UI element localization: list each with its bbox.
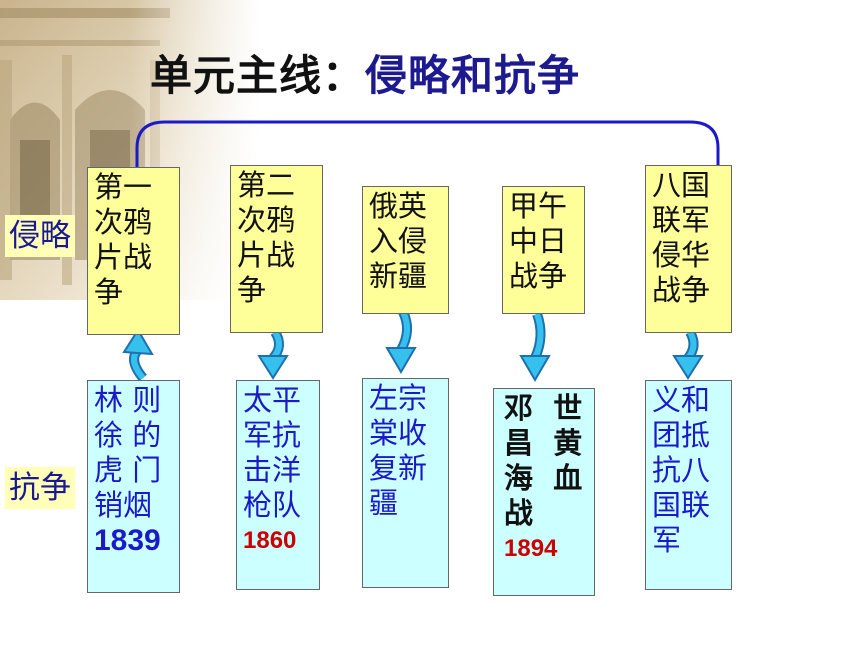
box-line: 枪队	[243, 488, 302, 522]
box-line: 销烟	[94, 488, 153, 522]
year-label: 1860	[243, 527, 297, 554]
box-line: 昌 黄	[504, 426, 583, 460]
box-line: 棠收	[369, 416, 428, 450]
box-line: 争	[94, 275, 124, 309]
box-line: 新疆	[369, 259, 428, 293]
aggression-box-eight-nation: 八国 联军 侵华 战争	[645, 165, 732, 333]
box-line: 军抗	[243, 418, 302, 452]
box-line: 左宗	[369, 381, 428, 415]
box-line: 复新	[369, 451, 428, 485]
box-line: 次鸦	[237, 203, 296, 237]
year-label: 1839	[94, 524, 161, 557]
resistance-box-zuo-zongtang: 左宗 棠收 复新 疆	[362, 378, 449, 588]
box-line: 中日	[509, 224, 568, 258]
arrow-down-icon	[385, 309, 417, 374]
arrow-down-icon	[519, 312, 551, 382]
box-line: 林 则	[94, 383, 162, 417]
arrow-down-icon	[672, 329, 704, 380]
box-line: 战争	[652, 273, 711, 307]
box-line: 战争	[509, 259, 568, 293]
box-line: 邓 世	[504, 391, 583, 425]
box-line: 次鸦	[94, 205, 153, 239]
box-line: 团抵	[652, 418, 711, 452]
box-line: 击洋	[243, 453, 302, 487]
aggression-box-opium-war-1: 第一 次鸦 片战 争	[87, 167, 180, 335]
box-line: 太平	[243, 383, 302, 417]
resistance-box-taiping: 太平 军抗 击洋 枪队 1860	[236, 380, 320, 590]
bracket-line	[135, 120, 720, 168]
box-line: 疆	[369, 486, 399, 520]
box-line: 俄英	[369, 189, 428, 223]
label-resistance: 抗争	[5, 467, 75, 509]
box-line: 抗八	[652, 453, 711, 487]
box-line: 海 血	[504, 461, 583, 495]
box-line: 片战	[94, 240, 153, 274]
arrow-up-icon	[122, 328, 154, 382]
box-line: 虎 门	[94, 453, 162, 487]
box-line: 八国	[652, 168, 711, 202]
title-prefix: 单元主线：	[150, 51, 366, 100]
box-line: 第二	[237, 168, 296, 202]
aggression-box-xinjiang: 俄英 入侵 新疆	[362, 186, 449, 314]
arrow-down-icon	[257, 329, 289, 380]
box-line: 片战	[237, 238, 296, 272]
box-line: 争	[237, 273, 267, 307]
box-line: 第一	[94, 170, 153, 204]
title-main: 侵略和抗争	[365, 51, 581, 100]
box-line: 甲午	[509, 189, 568, 223]
box-line: 徐 的	[94, 418, 162, 452]
year-label: 1894	[504, 535, 558, 562]
resistance-box-humen: 林 则 徐 的 虎 门 销烟 1839	[87, 380, 180, 593]
aggression-box-sino-japanese-war: 甲午 中日 战争	[502, 186, 585, 314]
label-aggression: 侵略	[5, 215, 75, 257]
box-line: 义和	[652, 383, 711, 417]
box-line: 侵华	[652, 238, 711, 272]
resistance-box-boxers: 义和 团抵 抗八 国联 军	[645, 380, 732, 590]
box-line: 战	[504, 496, 534, 530]
box-line: 国联	[652, 488, 711, 522]
box-line: 联军	[652, 203, 711, 237]
box-line: 入侵	[369, 224, 428, 258]
aggression-box-opium-war-2: 第二 次鸦 片战 争	[230, 165, 323, 333]
page-title: 单元主线：侵略和抗争	[150, 42, 580, 103]
box-line: 军	[652, 523, 682, 557]
resistance-box-deng-shichang: 邓 世 昌 黄 海 血 战 1894	[493, 388, 595, 596]
